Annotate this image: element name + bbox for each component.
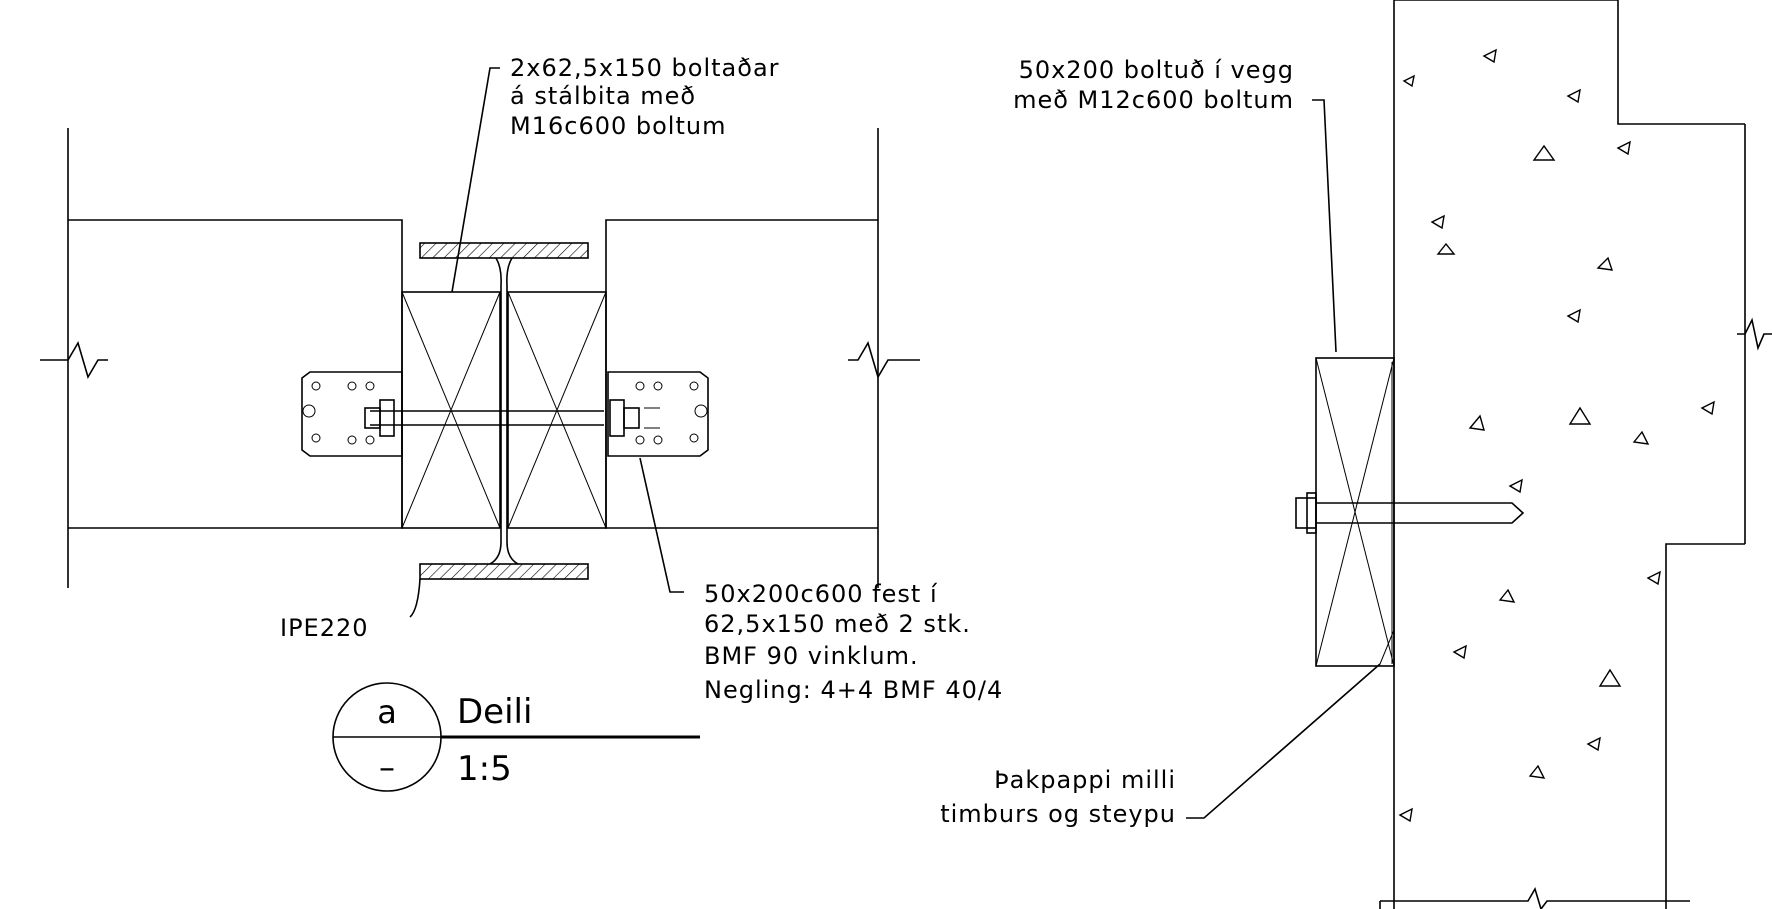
through-bolt <box>364 399 640 437</box>
beam-label: IPE220 <box>280 614 369 642</box>
blocking-right <box>507 291 607 529</box>
break-symbol-wall-right <box>1737 317 1772 351</box>
timber-wall-plate <box>1315 357 1395 667</box>
svg-text:Þakpappi milli: Þakpappi milli <box>994 766 1176 794</box>
svg-text:2x62,5x150 boltaðar: 2x62,5x150 boltaðar <box>510 54 780 82</box>
roofing-felt <box>1379 362 1395 665</box>
blocking-left <box>401 291 501 529</box>
svg-text:Negling: 4+4 BMF 40/4: Negling: 4+4 BMF 40/4 <box>704 676 1003 704</box>
leader-beam <box>409 578 421 618</box>
svg-text:á stálbita með: á stálbita með <box>510 82 696 110</box>
break-symbol-wall-bottom <box>1379 887 1690 909</box>
right-section <box>1186 0 1772 909</box>
annotation-top-center: 2x62,5x150 boltaðar á stálbita með M16c6… <box>510 54 780 140</box>
ipe-steel-beam <box>419 242 589 580</box>
annotation-bottom-right: Þakpappi milli timburs og steypu <box>940 766 1176 828</box>
wall-bolt <box>1295 492 1525 534</box>
angle-bracket-left <box>301 371 403 457</box>
detail-marker: a – Deili 1:5 <box>332 682 700 792</box>
concrete-hatch <box>1398 48 1715 823</box>
svg-text:50x200c600 fest í: 50x200c600 fest í <box>704 580 938 608</box>
leader-bottom-right <box>1186 663 1381 819</box>
leader-top-right <box>1312 99 1337 353</box>
detail-title: Deili <box>457 692 532 732</box>
right-joist <box>605 219 878 529</box>
angle-bracket-right <box>607 371 709 457</box>
break-symbol-left <box>40 341 108 379</box>
break-symbol-right <box>848 341 920 379</box>
svg-text:50x200 boltuð í vegg: 50x200 boltuð í vegg <box>1019 56 1294 84</box>
svg-text:BMF 90 vinklum.: BMF 90 vinklum. <box>704 642 919 670</box>
svg-text:með M12c600 boltum: með M12c600 boltum <box>1013 86 1294 114</box>
svg-text:timburs og steypu: timburs og steypu <box>940 800 1176 828</box>
detail-marker-sheet: – <box>379 748 395 786</box>
annotation-bottom-center: 50x200c600 fest í 62,5x150 með 2 stk. BM… <box>704 580 1003 704</box>
concrete-wall <box>1393 0 1746 909</box>
left-section <box>40 67 920 618</box>
svg-text:62,5x150 með 2 stk.: 62,5x150 með 2 stk. <box>704 610 971 638</box>
detail-scale: 1:5 <box>457 749 512 789</box>
leader-top-center <box>451 67 500 293</box>
svg-text:M16c600 boltum: M16c600 boltum <box>510 112 726 140</box>
detail-marker-id: a <box>377 693 397 731</box>
annotation-top-right: 50x200 boltuð í vegg með M12c600 boltum <box>1013 56 1294 114</box>
leader-bracket <box>639 457 684 593</box>
left-joist <box>68 219 403 529</box>
